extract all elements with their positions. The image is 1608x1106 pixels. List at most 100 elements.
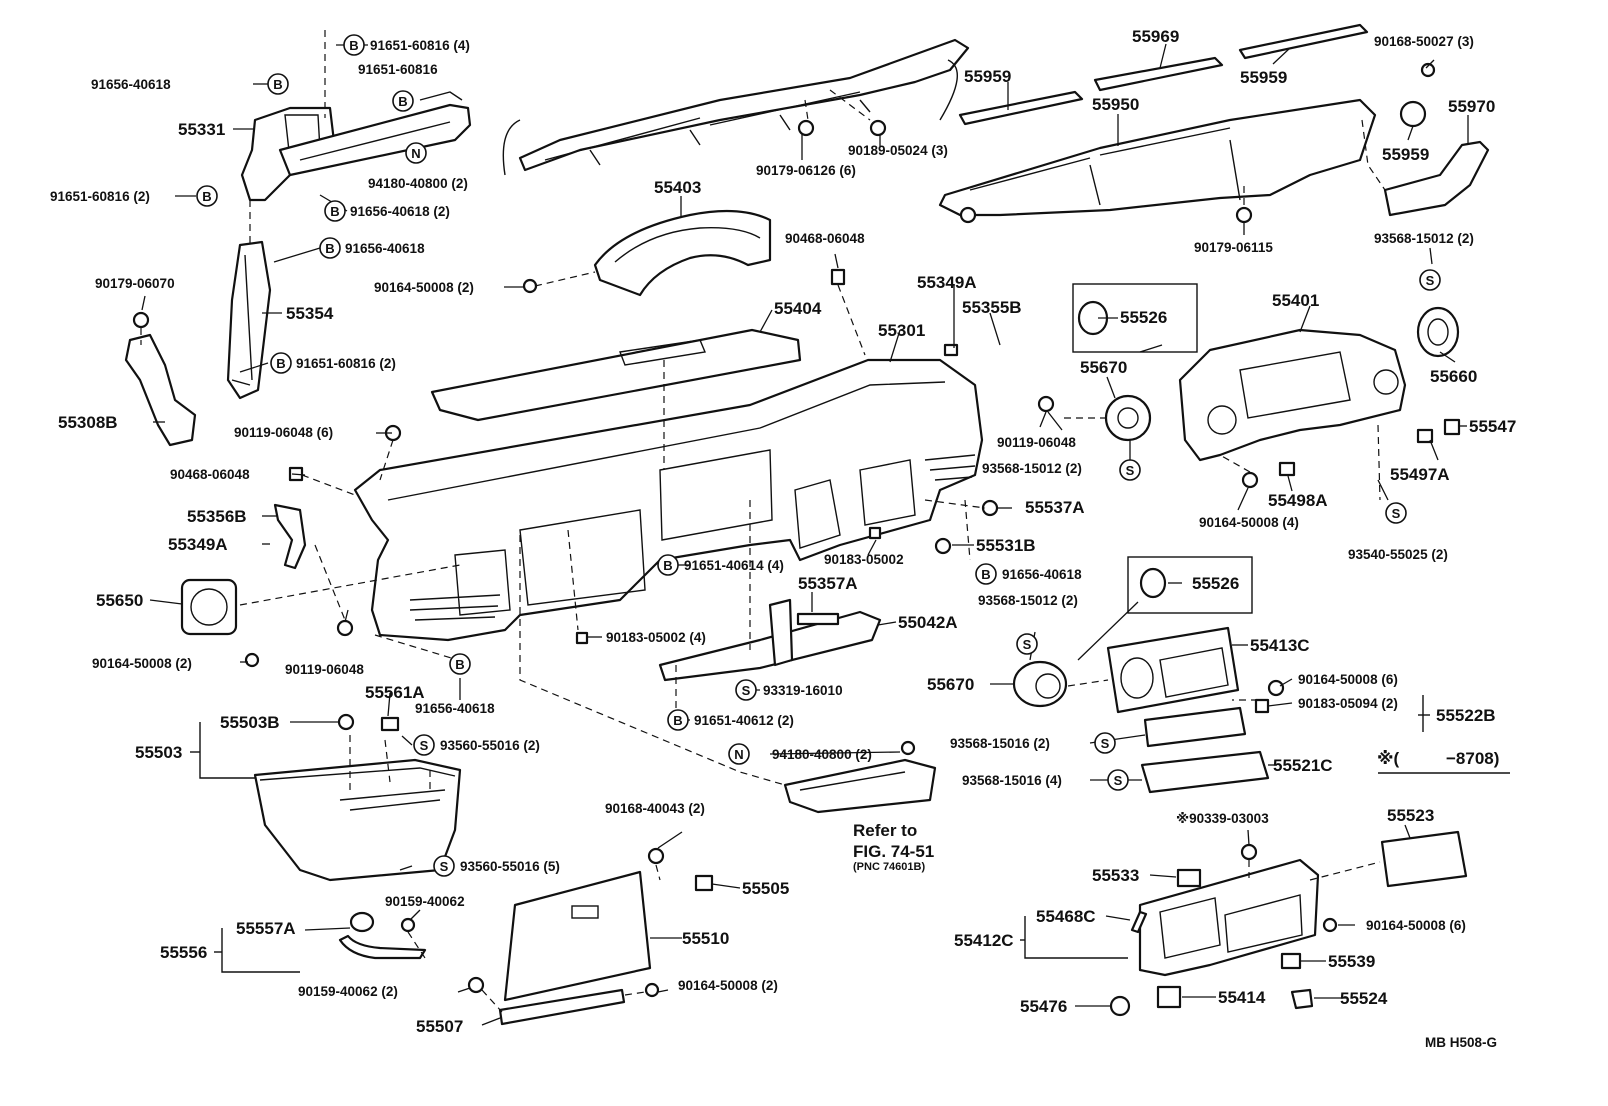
clip-f	[336, 619, 354, 637]
svg-text:B: B	[981, 567, 990, 582]
panel-55412C	[1138, 858, 1320, 977]
callout-90468-06048-a: 90468-06048	[785, 231, 865, 246]
svg-text:S: S	[1101, 736, 1110, 751]
label-55950: 55950	[1092, 95, 1139, 114]
svg-text:S: S	[420, 738, 429, 753]
knob-55670-upper	[1104, 394, 1152, 442]
svg-text:B: B	[349, 38, 358, 53]
callout-93568-15012-b: 93568-15012 (2)	[982, 461, 1082, 476]
label-55660: 55660	[1430, 367, 1477, 386]
label-55404: 55404	[774, 299, 822, 318]
label-55349A-left: 55349A	[168, 535, 228, 554]
label-55539: 55539	[1328, 952, 1375, 971]
cluster-gauge-left	[1207, 405, 1237, 435]
label-55414: 55414	[1218, 988, 1266, 1007]
badge-s-4: S	[1016, 633, 1038, 655]
stopper-55557A	[349, 911, 375, 933]
svg-text:B: B	[673, 713, 682, 728]
label-55959a: 55959	[964, 67, 1011, 86]
callout-93568-15012-c: 93568-15012 (2)	[978, 593, 1078, 608]
badge-s-7: S	[413, 734, 435, 756]
clip-ac	[467, 976, 485, 994]
badge-b-4: B	[196, 185, 218, 207]
label-55503: 55503	[135, 743, 182, 762]
callout-90159-40062-2: 90159-40062 (2)	[298, 984, 398, 999]
plug-55476	[1109, 995, 1131, 1017]
label-55523: 55523	[1387, 806, 1434, 825]
svg-text:N: N	[734, 747, 743, 762]
note-fig-74-51: FIG. 74-51	[853, 842, 934, 861]
badge-b-6: B	[319, 237, 341, 259]
label-55561A: 55561A	[365, 683, 425, 702]
knob-55670-lower-inner	[1035, 673, 1061, 699]
clip-v	[1267, 679, 1285, 697]
box-55526-upper	[1072, 283, 1198, 353]
badge-s-9: S	[433, 855, 455, 877]
clip-r	[1241, 471, 1259, 489]
svg-text:S: S	[1392, 506, 1401, 521]
svg-text:B: B	[202, 189, 211, 204]
clip-aa	[694, 874, 714, 892]
label-55468C: 55468C	[1036, 907, 1096, 926]
bracket-55356B	[273, 503, 307, 570]
callout-91656-40618-b: 91656-40618	[345, 241, 425, 256]
callout-93319-16010: 93319-16010	[763, 683, 843, 698]
callout-91656-40618-2: 91656-40618 (2)	[350, 204, 450, 219]
callout-91656-40618-c: 91656-40618	[1002, 567, 1082, 582]
strip-55959b	[1238, 23, 1369, 60]
door-55510	[503, 870, 652, 1002]
strip-55959a	[958, 90, 1084, 126]
strip-55468C	[1130, 910, 1148, 934]
badge-b-10: B	[449, 653, 471, 675]
svg-text:S: S	[1126, 463, 1135, 478]
clip-c	[830, 268, 846, 286]
badge-b-2: B	[267, 73, 289, 95]
switch-55539	[1280, 952, 1302, 970]
callout-93568-15016-2: 93568-15016 (2)	[950, 736, 1050, 751]
callout-90183-05002: 90183-05002	[824, 552, 904, 567]
badge-b-1: B	[343, 34, 365, 56]
speaker-55650-cone	[190, 588, 228, 626]
label-55670a: 55670	[1080, 358, 1127, 377]
cluster-gauge-right	[1373, 369, 1399, 395]
label-55526a: 55526	[1120, 308, 1167, 327]
callout-91651-60816: 91651-60816	[358, 62, 438, 77]
label-55505: 55505	[742, 879, 789, 898]
badge-b-5: B	[324, 200, 346, 222]
callout-90339-03003: ※90339-03003	[1176, 811, 1269, 826]
callout-94180-40800-2: 94180-40800 (2)	[772, 747, 872, 762]
callout-90179-06126: 90179-06126 (6)	[756, 163, 856, 178]
svg-text:B: B	[663, 558, 672, 573]
clip-s	[1278, 461, 1296, 477]
duct-55950-end	[959, 206, 977, 224]
svg-text:S: S	[1023, 637, 1032, 652]
label-55531B: 55531B	[976, 536, 1036, 555]
glovebox-55503-detail	[259, 767, 456, 811]
badge-b-9: B	[975, 563, 997, 585]
callout-93560-55016-2: 93560-55016 (2)	[440, 738, 540, 753]
badge-b-11: B	[667, 709, 689, 731]
badge-s-6: S	[1094, 732, 1116, 754]
label-55959b: 55959	[1240, 68, 1287, 87]
callout-90183-05094: 90183-05094 (2)	[1298, 696, 1398, 711]
clip-t	[1416, 428, 1434, 444]
callout-90183-05002-4: 90183-05002 (4)	[606, 630, 706, 645]
label-55524: 55524	[1340, 989, 1388, 1008]
callout-90164-50008-2c: 90164-50008 (2)	[678, 978, 778, 993]
cluster-55401	[1178, 328, 1407, 462]
pad-55404-detail	[619, 339, 706, 366]
clip-q	[943, 343, 959, 357]
label-55349A-top: 55349A	[917, 273, 977, 292]
cowl-rail-detail	[544, 91, 871, 166]
note-range-symbol: ※(	[1377, 749, 1400, 768]
clip-i	[981, 499, 999, 517]
svg-text:S: S	[742, 683, 751, 698]
pad-55403-detail	[614, 227, 761, 263]
leader-lines	[141, 43, 1469, 1026]
clip-x	[337, 713, 355, 731]
label-55959c: 55959	[1382, 145, 1429, 164]
label-55042A: 55042A	[898, 613, 958, 632]
label-55498A: 55498A	[1268, 491, 1328, 510]
cowl-rail-curve	[502, 59, 958, 176]
door-55510-latch	[571, 905, 599, 919]
